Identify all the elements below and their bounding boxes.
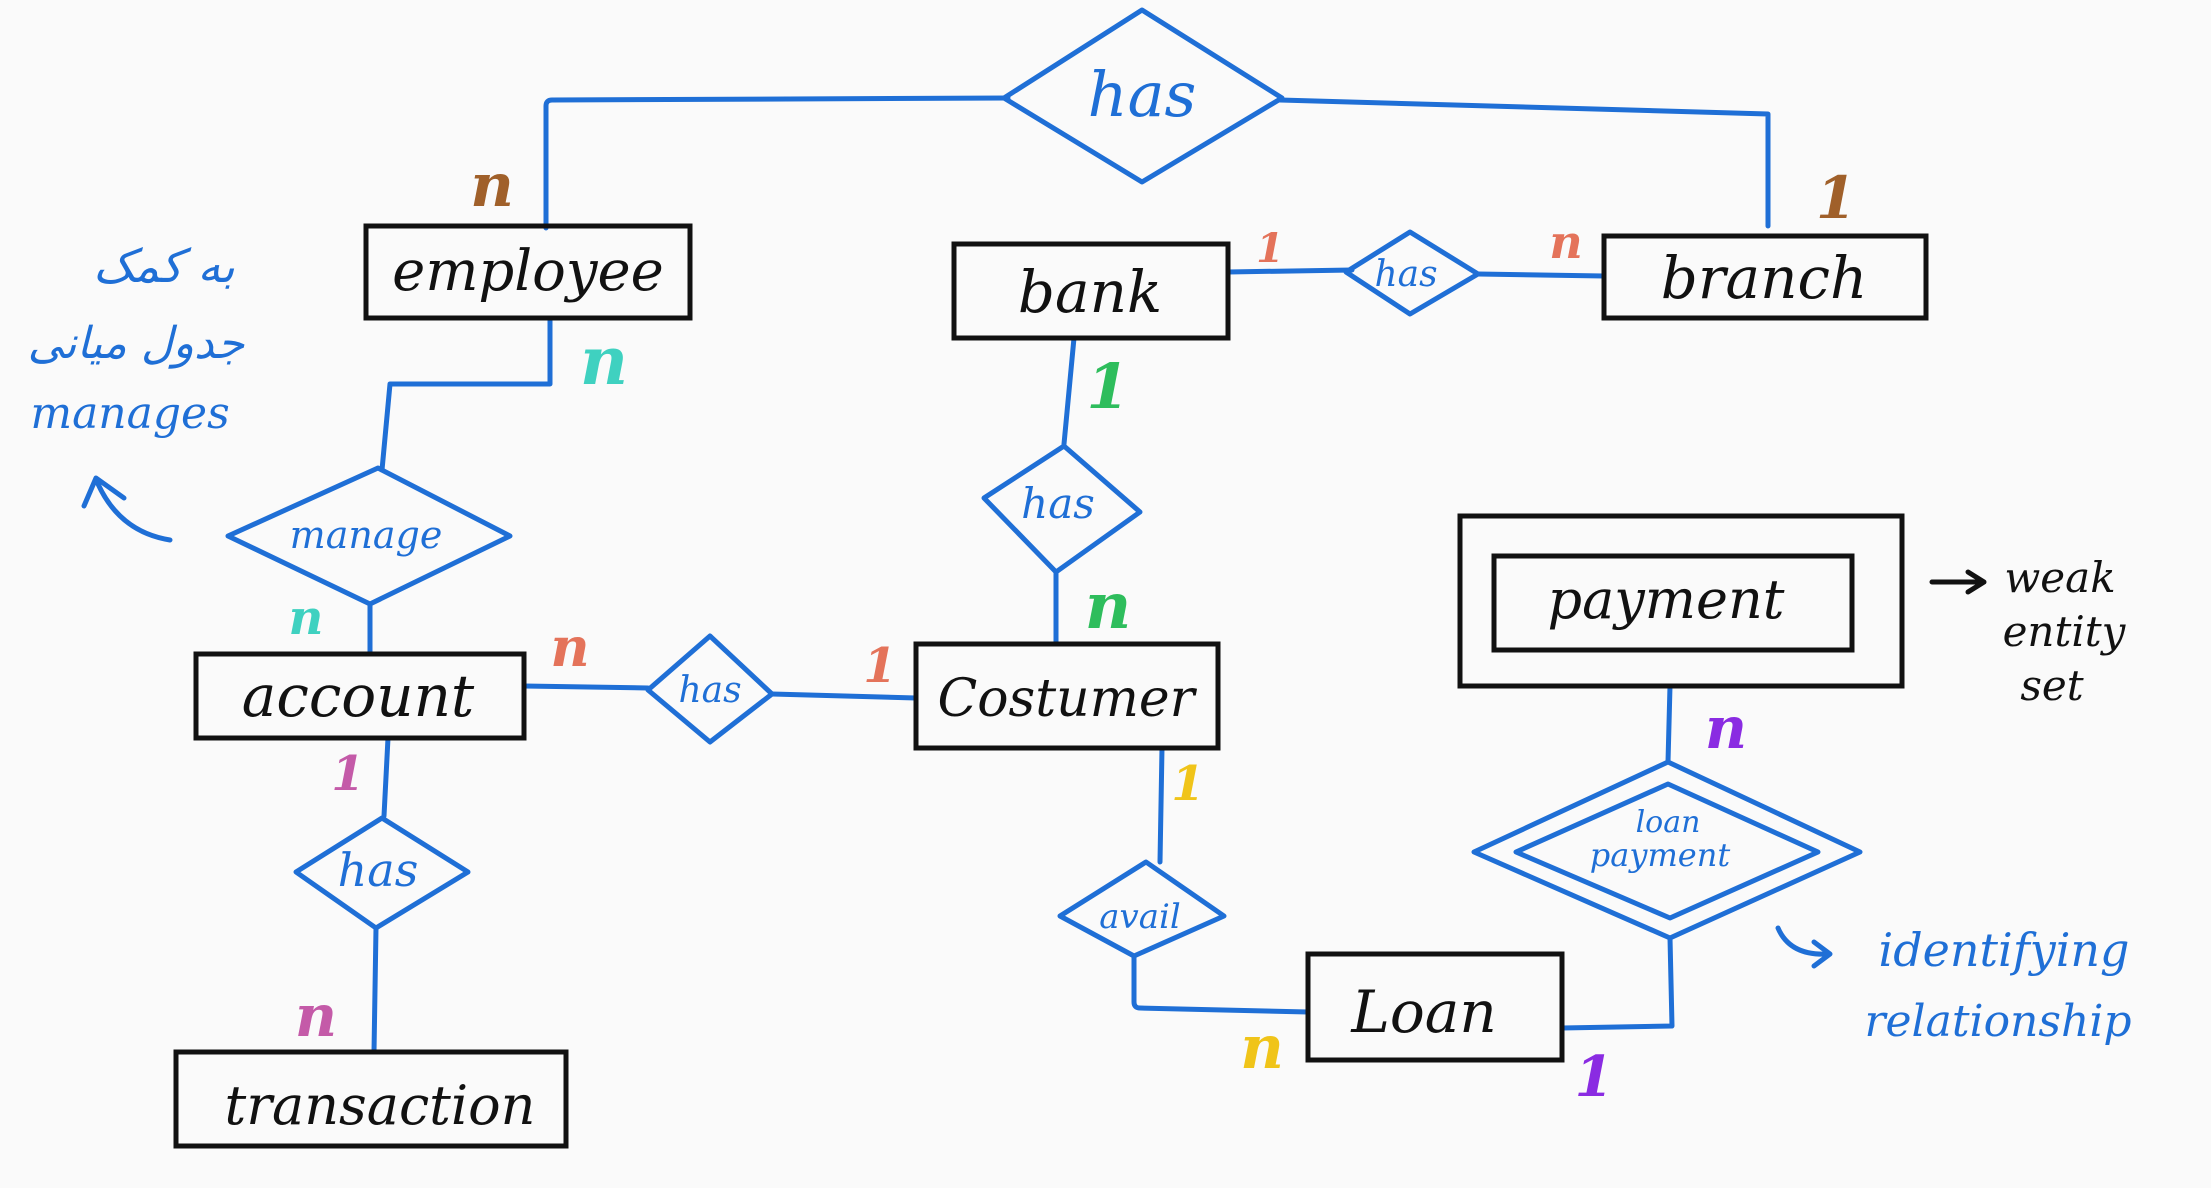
entity-employee: employee (392, 239, 664, 304)
relationships (225, 7, 1863, 959)
connector-lines (367, 95, 1771, 1055)
rel-has-bank-costumer (981, 443, 1143, 575)
entity-payment-inner-box (1491, 553, 1855, 653)
line-bank-has-branch-left (1225, 267, 1355, 275)
card-account-costumer-account: n (550, 615, 589, 679)
line-employee-manage (379, 315, 553, 473)
entity-loan: Loan (1350, 978, 1496, 1046)
card-employee-has: n (470, 151, 514, 221)
card-costumer-avail: 1 (1171, 756, 1204, 812)
rel-label-has-top: has (1088, 58, 1197, 131)
note-manages-arrow (81, 475, 173, 543)
line-avail-loan (1131, 953, 1311, 1015)
line-employee-has-top (543, 95, 1011, 231)
note-weak-line2: entity (2003, 607, 2127, 656)
card-account-transaction-account: 1 (331, 746, 364, 802)
line-bank-has-vertical (1061, 335, 1077, 447)
entity-employee-box (363, 223, 693, 321)
note-persian-line1: به کمک (93, 239, 235, 293)
line-loanpayment-loan (1559, 935, 1675, 1031)
note-manages: manages (30, 388, 229, 439)
rel-has-top (1001, 7, 1285, 185)
card-bank-branch-branch: n (1549, 215, 1582, 269)
rel-has-account-costumer (645, 633, 775, 745)
rel-has-account-transaction (293, 815, 471, 931)
entity-transaction: transaction (225, 1074, 536, 1137)
card-bank-has: 1 (1086, 350, 1129, 423)
line-has-transaction (371, 925, 379, 1055)
entity-account: account (242, 662, 475, 730)
card-payment-loanpayment: n (1705, 694, 1747, 762)
entity-payment: payment (1548, 568, 1785, 631)
line-bank-has-branch-right (1475, 271, 1607, 279)
rel-label-has-bank-branch: has (1374, 254, 1437, 295)
note-identifying-line2: relationship (1864, 996, 2131, 1047)
note-persian-line2: جدول میانی (28, 318, 245, 369)
card-account-transaction-transaction: n (295, 982, 337, 1050)
entity-costumer-box (913, 641, 1221, 751)
line-payment-loanpayment (1665, 683, 1673, 765)
rel-label-has-bank-costumer: has (1021, 479, 1095, 528)
entity-bank-box (951, 241, 1231, 341)
line-account-has (521, 683, 651, 691)
rel-label-loan-payment-2: payment (1590, 836, 1731, 874)
card-branch-has: 1 (1816, 164, 1856, 232)
entity-transaction-box (173, 1049, 569, 1149)
entity-payment-outer-box (1457, 513, 1905, 689)
note-weak-line1: weak (2004, 553, 2115, 602)
line-has-top-branch (1277, 97, 1771, 229)
card-costumer-has: n (1085, 569, 1132, 644)
entity-branch: branch (1661, 244, 1868, 312)
rel-label-manage: manage (290, 513, 443, 557)
rel-label-has-account-transaction: has (338, 843, 419, 897)
entities (173, 223, 1929, 1149)
rel-avail (1057, 859, 1227, 959)
note-identifying-arrow (1775, 925, 1833, 969)
rel-loan-payment-inner (1513, 781, 1821, 921)
entity-loan-box (1305, 951, 1565, 1063)
card-loan-loanpayment: 1 (1575, 1044, 1614, 1110)
card-loan-avail: n (1240, 1013, 1284, 1083)
rel-label-avail: avail (1099, 897, 1181, 937)
card-account-costumer-costumer: 1 (863, 638, 896, 694)
card-account-manage: n (289, 590, 324, 646)
note-identifying-line1: identifying (1878, 923, 2129, 977)
note-weak-line3: set (2020, 661, 2083, 710)
entity-costumer: Costumer (937, 669, 1197, 729)
line-has-costumer-horizontal (769, 691, 919, 701)
note-weak-arrow (1929, 569, 1987, 595)
line-account-has-down (381, 735, 391, 819)
card-employee-manage: n (580, 322, 628, 400)
rel-manage (225, 465, 513, 607)
entity-branch-box (1601, 233, 1929, 321)
line-costumer-avail (1157, 745, 1165, 865)
rel-label-loan-payment-1: loan (1636, 805, 1701, 840)
entity-bank: bank (1018, 258, 1162, 326)
card-bank-branch-bank: 1 (1256, 225, 1284, 272)
rel-has-bank-branch (1343, 229, 1481, 317)
rel-loan-payment-outer (1471, 759, 1863, 941)
rel-label-has-account-costumer: has (678, 670, 741, 711)
entity-account-box (193, 651, 527, 741)
